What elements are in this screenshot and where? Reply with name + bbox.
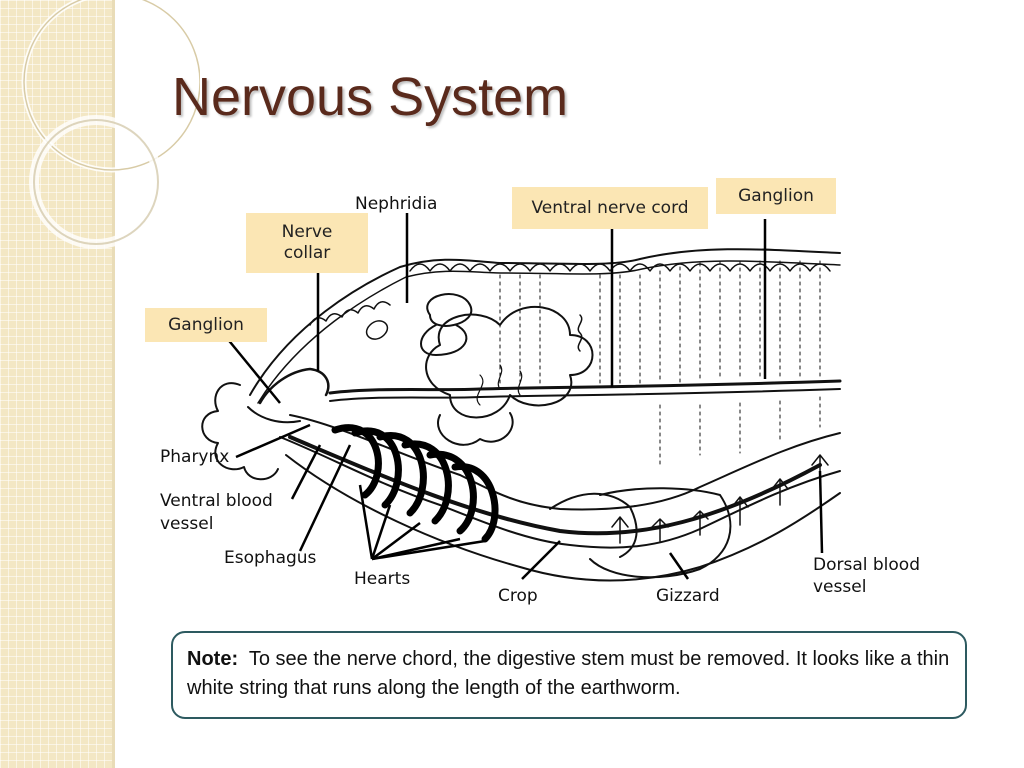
note-box: Note: To see the nerve chord, the digest… bbox=[171, 631, 967, 719]
hearts-arcs bbox=[331, 424, 499, 543]
gizzard-shape bbox=[589, 487, 732, 579]
earthworm-anatomy-diagram bbox=[201, 213, 842, 582]
label-pharynx: Pharynx bbox=[160, 447, 230, 467]
label-box-ventral-nerve-cord: Ventral nerve cord bbox=[512, 187, 708, 229]
label-ventral-nerve-cord: Ventral nerve cord bbox=[531, 197, 689, 218]
dorsal-vessel-branches bbox=[611, 454, 829, 544]
label-box-ganglion-top: Ganglion bbox=[716, 178, 836, 214]
note-label: Note: bbox=[187, 648, 239, 670]
head-segments bbox=[201, 382, 279, 481]
label-hearts: Hearts bbox=[354, 569, 411, 589]
septa-lines bbox=[499, 260, 821, 466]
label-esophagus: Esophagus bbox=[224, 548, 317, 568]
label-nerve-collar-line1: Nerve bbox=[281, 222, 333, 242]
crop-shape bbox=[549, 492, 638, 558]
slide-title: Nervous System bbox=[172, 67, 569, 127]
label-nerve-collar-line2: collar bbox=[283, 243, 331, 263]
nerve-collar-shape bbox=[258, 367, 330, 405]
label-dorsal-blood-vessel-line2: vessel bbox=[813, 577, 867, 597]
label-box-ganglion-left: Ganglion bbox=[145, 308, 267, 342]
label-crop: Crop bbox=[498, 586, 538, 606]
label-ventral-blood-vessel-line2: vessel bbox=[160, 514, 214, 534]
label-ganglion-left: Ganglion bbox=[168, 314, 244, 335]
label-ventral-blood-vessel-line1: Ventral blood bbox=[160, 491, 273, 511]
nephridia-loops bbox=[420, 293, 473, 356]
label-ganglion-top: Ganglion bbox=[738, 185, 814, 206]
dorsal-body-outline bbox=[249, 248, 841, 396]
label-dorsal-blood-vessel-line1: Dorsal blood bbox=[813, 555, 920, 575]
decorative-side-strip bbox=[0, 0, 112, 768]
note-text: To see the nerve chord, the digestive st… bbox=[187, 648, 950, 699]
ventral-nerve-cord bbox=[328, 379, 842, 395]
organ-blobs bbox=[425, 306, 594, 419]
leader-lines bbox=[225, 213, 824, 580]
label-gizzard: Gizzard bbox=[656, 586, 720, 606]
side-strip-edge bbox=[112, 0, 115, 768]
ventral-body-outline bbox=[285, 454, 841, 582]
decorative-circles bbox=[21, 0, 200, 249]
label-box-nerve-collar: Nerve collar bbox=[246, 213, 368, 273]
label-nephridia: Nephridia bbox=[355, 194, 438, 214]
